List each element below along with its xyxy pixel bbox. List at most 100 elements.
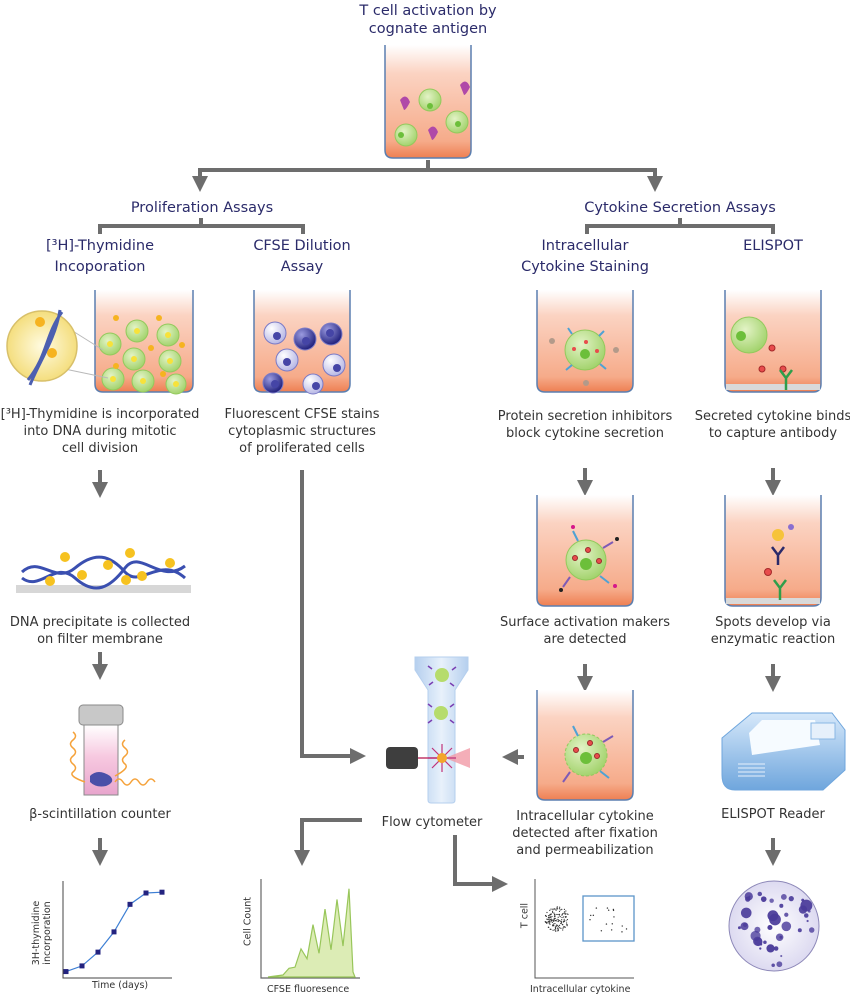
cytokine-negative-event [564, 912, 566, 914]
ics-label-line2: Cytokine Staining [521, 259, 649, 275]
ics-beaker-inhibitors [536, 290, 634, 393]
caption-line: enzymatic reaction [710, 632, 836, 647]
cytokine-negative-event [554, 929, 556, 931]
cytokine-negative-event [554, 917, 556, 919]
elispot-spot [780, 954, 783, 958]
cytokine-negative-event [564, 913, 566, 915]
cytokine-negative-event [554, 913, 556, 915]
caption-line: Secreted cytokine binds [694, 409, 850, 424]
cytokine-negative-event [566, 925, 568, 927]
title-line-1: T cell activation by [359, 3, 497, 19]
cytokine-negative-event [556, 924, 558, 926]
cytokine-negative-event [560, 927, 562, 929]
cytokine-negative-event [565, 920, 567, 922]
cytokine-negative-event [561, 921, 563, 923]
elispot-spot [804, 913, 809, 918]
elispot-spot [776, 961, 783, 968]
cytokine-negative-event [554, 919, 556, 922]
diagram-title: T cell activation by [359, 2, 496, 20]
cytokine-negative-event [548, 918, 550, 920]
cytokine-assays-label: Cytokine Secretion Assays [584, 200, 776, 216]
cytokine-negative-event [561, 923, 563, 926]
elispot-spot [771, 963, 775, 967]
cytokine-negative-event [558, 913, 561, 915]
cytokine-positive-event [621, 931, 623, 933]
cytokine-negative-event [555, 929, 557, 931]
cytokine-negative-event [551, 910, 554, 913]
cytokine-negative-event [563, 918, 565, 920]
caption-flow-cytometer: Flow cytometer [381, 815, 483, 830]
top-branch-line [200, 160, 655, 172]
cytokine-negative-event [566, 913, 568, 915]
elispot-spot [740, 907, 752, 919]
cytokine-negative-event [563, 911, 566, 913]
elispot-spot [763, 940, 767, 945]
cytokine-positive-event [610, 929, 613, 931]
cytokine-negative-event [566, 918, 569, 921]
cytokine-negative-event [557, 928, 559, 930]
cytokine-negative-event [548, 919, 550, 921]
ics-dot-plot [534, 879, 635, 979]
caption-line: cytoplasmic structures [228, 424, 376, 439]
cytokine-negative-event [560, 909, 562, 911]
cytokine-negative-event [559, 916, 561, 918]
elispot-spot [780, 894, 787, 900]
caption-line: of proliferated cells [239, 441, 365, 456]
cytokine-negative-event [557, 919, 560, 921]
thymidine-data-point [79, 963, 85, 969]
cytokine-negative-event [551, 919, 553, 921]
elispot-spot [767, 910, 779, 922]
elispot-spot [781, 921, 792, 932]
caption-elispot-reader: ELISPOT Reader [721, 806, 825, 823]
cytokine-negative-event [560, 920, 562, 923]
thymidine-data-point [159, 889, 165, 895]
caption-line: into DNA during mitotic [23, 424, 177, 439]
proliferation-branch [98, 218, 305, 234]
thymidine-label-line2: Incoporation [54, 259, 146, 275]
cytokine-negative-event [547, 918, 549, 921]
cytokine-negative-event [546, 911, 548, 914]
elispot-spot [784, 912, 789, 917]
cytokine-negative-event [562, 929, 564, 931]
cytokine-negative-event [544, 914, 547, 917]
dot-plot-xlabel: Intracellular cytokine [530, 984, 631, 995]
cytokine-negative-event [547, 920, 550, 923]
caption-line: incorporation [42, 901, 53, 965]
cytokine-negative-event [553, 923, 555, 925]
cytokine-negative-event [544, 920, 546, 923]
cytokine-negative-event [552, 929, 554, 931]
connectors [92, 160, 781, 892]
elispot-spot [779, 903, 784, 908]
cytokine-negative-event [561, 916, 563, 919]
cfse-histogram-area [267, 888, 356, 978]
arrow-flow-to-cfse-plot [294, 818, 362, 866]
elispot-reader [721, 712, 846, 791]
cytokine-negative-event [558, 908, 561, 910]
flow-cytometer-illustration [386, 656, 470, 804]
cytokine-negative-event [561, 919, 563, 921]
thymidine-chart-xlabel: Time (days) [92, 980, 149, 991]
cytokine-negative-event [559, 927, 561, 929]
cytokine-positive-event [590, 914, 592, 917]
diagram-title-line2: cognate antigen [368, 21, 488, 37]
cytokine-negative-event [550, 908, 552, 910]
cytokine-negative-event [562, 927, 564, 929]
cytokine-negative-event [553, 915, 556, 917]
cytokine-positive-event [611, 923, 613, 925]
caption-line: Spots develop via [715, 615, 831, 630]
caption-line: Surface activation makers [500, 615, 670, 630]
elispot-spot [773, 946, 779, 951]
cytokine-negative-event [558, 926, 560, 928]
cytokine-negative-event [556, 918, 558, 920]
dna-precipitate-filter [16, 548, 191, 593]
cytokine-negative-event [549, 928, 551, 930]
elispot-spot [757, 891, 763, 897]
elispot-beaker-capture [724, 290, 822, 393]
